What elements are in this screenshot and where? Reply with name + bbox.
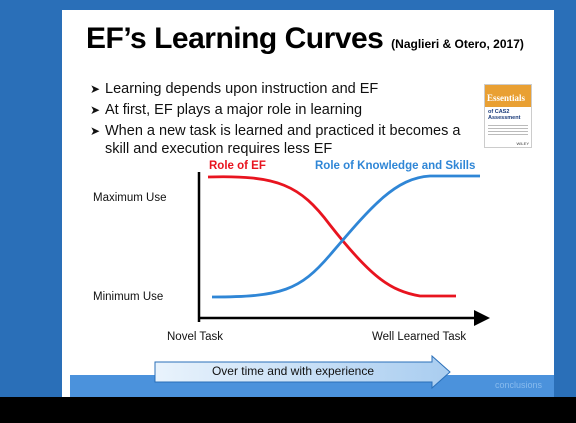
- right-frame-band: [554, 0, 576, 423]
- bullet-text: At first, EF plays a major role in learn…: [105, 102, 363, 118]
- x-start-label: Novel Task: [167, 331, 224, 343]
- bottom-frame-band: [0, 397, 576, 423]
- x-axis-arrowhead: [474, 310, 490, 326]
- bullet-text: Learning depends upon instruction and EF: [105, 81, 379, 97]
- knowledge-curve-label: Role of Knowledge and Skills: [315, 160, 476, 172]
- book-title-line1: of CAS2: [488, 109, 510, 115]
- bullet-arrow-icon: ➤: [90, 124, 101, 138]
- book-cover-band: Essentials: [485, 85, 531, 107]
- bullet-item: ➤ When a new task is learned and practic…: [90, 122, 470, 158]
- book-publisher: WILEY: [516, 141, 529, 146]
- bullet-arrow-icon: ➤: [90, 103, 101, 117]
- x-end-label: Well Learned Task: [372, 331, 467, 343]
- bullet-text: When a new task is learned and practiced…: [105, 123, 461, 157]
- left-frame-band: [0, 0, 62, 423]
- ef-curve-label: Role of EF: [209, 160, 266, 172]
- footer-text: conclusions: [494, 380, 542, 390]
- y-min-label: Minimum Use: [93, 291, 164, 303]
- knowledge-curve: [211, 174, 480, 299]
- time-arrow-label: Over time and with experience: [211, 364, 375, 378]
- slide-title: EF’s Learning Curves (Naglieri & Otero, …: [86, 22, 524, 56]
- title-text: EF’s Learning Curves: [86, 22, 384, 55]
- bullet-list: ➤ Learning depends upon instruction and …: [90, 80, 470, 161]
- bullet-arrow-icon: ➤: [90, 82, 101, 96]
- book-title: of CAS2 Assessment: [488, 109, 528, 121]
- y-max-label: Maximum Use: [93, 192, 167, 204]
- time-arrow: [154, 355, 451, 389]
- top-frame-band: [0, 0, 576, 10]
- book-cover-image: Essentials of CAS2 Assessment WILEY: [484, 84, 532, 148]
- book-title-line2: Assessment: [488, 115, 521, 121]
- book-series: Essentials: [487, 93, 526, 103]
- bullet-item: ➤ Learning depends upon instruction and …: [90, 80, 470, 98]
- book-cover-text-lines: [488, 123, 528, 137]
- ef-curve: [207, 175, 456, 298]
- time-arrow-shape: [154, 355, 451, 389]
- title-citation: (Naglieri & Otero, 2017): [391, 37, 524, 51]
- bullet-item: ➤ At first, EF plays a major role in lea…: [90, 101, 470, 119]
